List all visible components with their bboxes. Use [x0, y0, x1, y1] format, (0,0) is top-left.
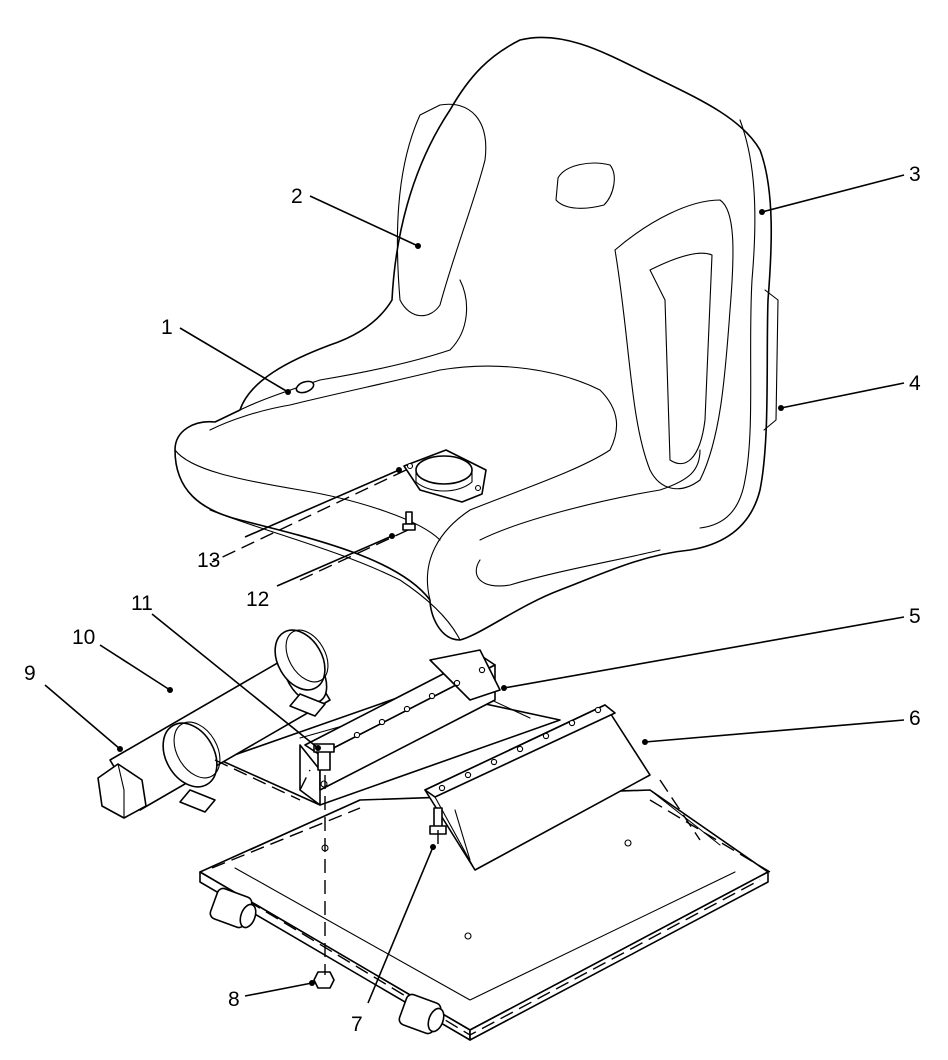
seat-slide-rail	[424, 704, 651, 871]
callout-2: 2	[291, 185, 303, 208]
callout-11: 11	[131, 592, 153, 615]
callout-leaders	[44, 174, 905, 1004]
callout-7: 7	[351, 1013, 363, 1036]
seat-shell	[174, 36, 779, 641]
callout-10: 10	[72, 626, 95, 649]
callout-labels: 1 2 3 4 5 6 7 8 9 10 11 12 13	[24, 163, 921, 1036]
slide-roller-right	[398, 993, 445, 1035]
seat-base-plate	[199, 789, 771, 1041]
callout-9: 9	[24, 662, 36, 685]
tube-end-cap	[97, 763, 147, 819]
callout-8: 8	[228, 988, 240, 1011]
nut-8	[313, 971, 335, 989]
tube-clamp-rear	[274, 629, 329, 717]
callout-3: 3	[909, 163, 921, 186]
tube-clamp-front	[162, 721, 221, 813]
mounting-screw-12	[402, 511, 416, 531]
callout-4: 4	[909, 372, 921, 395]
callout-13: 13	[197, 549, 220, 572]
callout-5: 5	[909, 605, 921, 628]
slide-roller-left	[209, 887, 257, 929]
hinge-bracket	[219, 649, 561, 806]
callout-6: 6	[909, 707, 921, 730]
callout-12: 12	[246, 588, 269, 611]
assembly-centerlines	[211, 469, 701, 975]
callout-1: 1	[161, 316, 173, 339]
